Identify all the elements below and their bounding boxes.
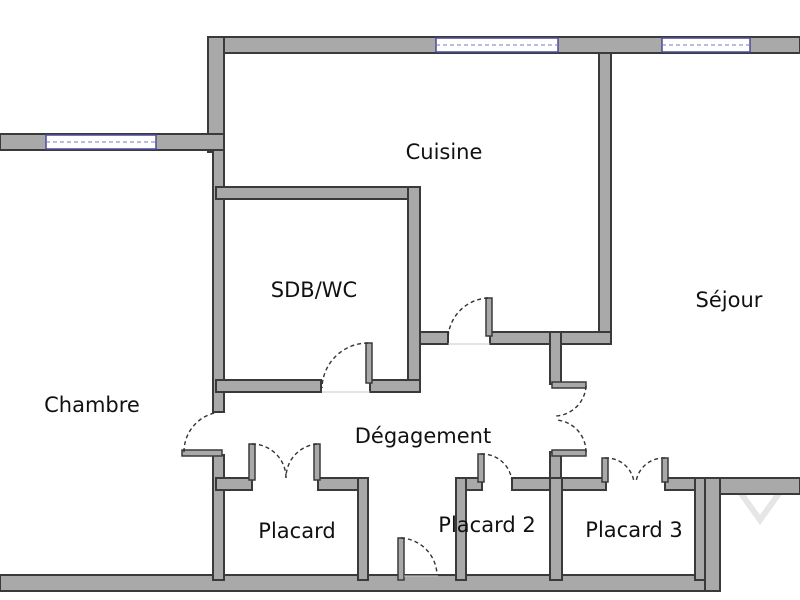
window-chambre xyxy=(45,134,157,150)
room-label-degagement: Dégagement xyxy=(355,424,491,448)
exterior-walls xyxy=(0,36,800,592)
room-label-chambre: Chambre xyxy=(44,393,140,417)
door-placard-2 xyxy=(477,453,513,483)
door-placard-1 xyxy=(248,443,321,481)
door-sejour xyxy=(551,381,587,457)
window-kitchen xyxy=(435,37,559,53)
door-placard-3 xyxy=(601,457,669,483)
room-label-placard-2: Placard 2 xyxy=(438,513,535,537)
door-kitchen xyxy=(447,297,493,345)
door-entrance xyxy=(397,537,438,581)
interior-walls xyxy=(212,52,706,581)
window-sejour xyxy=(661,37,751,53)
door-chambre xyxy=(181,411,223,457)
room-label-placard-3: Placard 3 xyxy=(585,518,682,542)
watermark-logo xyxy=(732,483,788,526)
door-sdb xyxy=(321,342,373,393)
room-label-sdb-wc: SDB/WC xyxy=(271,278,357,302)
room-label-cuisine: Cuisine xyxy=(406,140,483,164)
room-label-sejour: Séjour xyxy=(696,288,763,312)
room-label-placard-1: Placard xyxy=(258,519,335,543)
